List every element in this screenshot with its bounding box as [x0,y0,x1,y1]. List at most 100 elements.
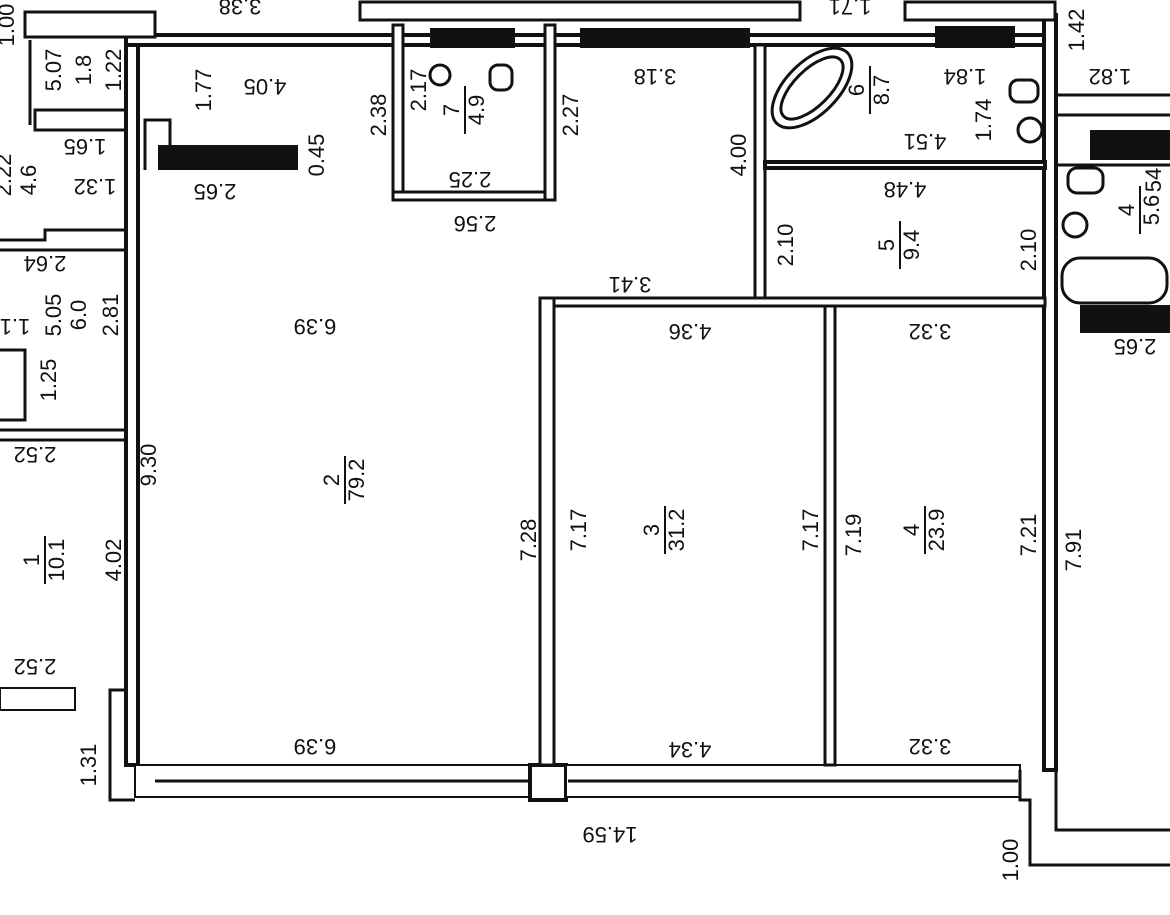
dimension-label: 1.74 [971,99,996,142]
dimension-label: 4.34 [669,737,712,762]
room-area: 8.7 [869,75,894,106]
dimension-label: 3.32 [909,734,952,759]
room-number: 4 [1114,204,1139,216]
dimension-label: 7.21 [1016,514,1041,557]
radiator [935,26,1015,48]
dimension-label: 1.84 [944,64,987,89]
room-area: 23.9 [924,509,949,552]
dimension-label: 3.41 [609,272,652,297]
room-number: 4 [899,524,924,536]
dimension-label: 7.91 [1061,529,1086,572]
dimension-label: 7.28 [516,519,541,562]
dimension-label: 1.71 [829,0,872,19]
dimension-label: 1.00 [0,4,19,47]
sink-icon [1016,116,1044,144]
dimension-label: 0.45 [304,134,329,177]
dimension-label: 4.02 [101,539,126,582]
dimension-label: 1.77 [191,69,216,112]
dimension-label: 2.38 [366,94,391,137]
dimension-label: 9.30 [136,444,161,487]
bathtub-icon [1060,256,1169,305]
dimension-label: 1.00 [998,839,1023,882]
dimension-label: 7.17 [798,509,823,552]
dimension-label: 1.65 [64,134,107,159]
dimension-label: 2.64 [24,251,67,276]
radiator [158,145,298,170]
wall-room7-left [391,23,405,202]
wall-room7-bottom [391,190,557,202]
radiator [430,28,515,48]
dimension-label: 1.32 [74,174,117,199]
dimension-label: 3.38 [219,0,262,19]
dimension-label: 1.82 [1089,64,1132,89]
window-left [0,687,76,711]
dimension-label: 3.32 [909,319,952,344]
dimension-label: 1.42 [1064,9,1089,52]
dimension-label: 5.05 [41,294,66,337]
dimension-label: 6.39 [294,734,337,759]
dimension-label: 2.10 [773,224,798,267]
room-number: 5 [874,239,899,251]
column [528,763,568,802]
sink-icon [488,63,514,92]
dimension-label: 4.51 [904,129,947,154]
radiator [1090,130,1170,160]
radiator [580,28,750,48]
room-number: 6 [844,84,869,96]
dimension-label: 2.25 [449,167,492,192]
dimension-label: 54 [1141,168,1166,192]
radiator [1080,305,1170,333]
dimension-label: 1.1 [0,314,30,339]
dimension-label: 4.6 [16,165,41,196]
dimension-label: 2.56 [454,211,497,236]
dimension-label: 2.81 [98,294,123,337]
dimension-label: 14.59 [582,822,637,847]
east-wall [1042,13,1058,772]
wall-room3-left [538,296,556,767]
wall-rooms3-4-top [538,296,1047,308]
dimension-label: 7.17 [566,509,591,552]
dimension-label: 2.65 [194,179,237,204]
room-number: 1 [19,554,44,566]
dimension-label: 2.22 [0,154,16,197]
toilet-icon [1066,166,1105,195]
dimension-label: 3.18 [634,64,677,89]
room-area: 10.1 [44,539,69,582]
dimension-label: 2.27 [558,94,583,137]
wall-room7-right [543,23,557,202]
room-area: 31.2 [664,509,689,552]
room-number: 2 [319,474,344,486]
dimension-label: 2.65 [1114,334,1157,359]
dimension-label: 1.22 [101,49,126,92]
room-number: 7 [439,104,464,116]
dimension-label: 7.19 [841,514,866,557]
dimension-label: 2.52 [14,654,57,679]
dimension-label: 6.0 [66,300,91,331]
dimension-label: 4.36 [669,319,712,344]
dimension-label: 4.05 [244,74,287,99]
wall-room6-left [753,43,767,302]
dimension-label: 4.48 [884,177,927,202]
room-area: 5.6 [1139,195,1164,226]
bathtub-oval-icon [770,46,854,130]
dimension-label: 6.39 [294,314,337,339]
sink-icon [1061,211,1089,239]
toilet-icon [1008,78,1040,104]
room-area: 79.2 [344,459,369,502]
wall-room6-bottom [763,160,1047,170]
north-outer-wall [358,0,802,22]
north-west-wall [23,10,157,39]
dimension-label: 2.52 [14,442,57,467]
west-wall [124,33,140,767]
dimension-label: 1.31 [76,744,101,787]
dimension-label: 2.10 [1016,229,1041,272]
room-area: 9.4 [899,230,924,261]
wall-room3-4 [823,304,837,767]
